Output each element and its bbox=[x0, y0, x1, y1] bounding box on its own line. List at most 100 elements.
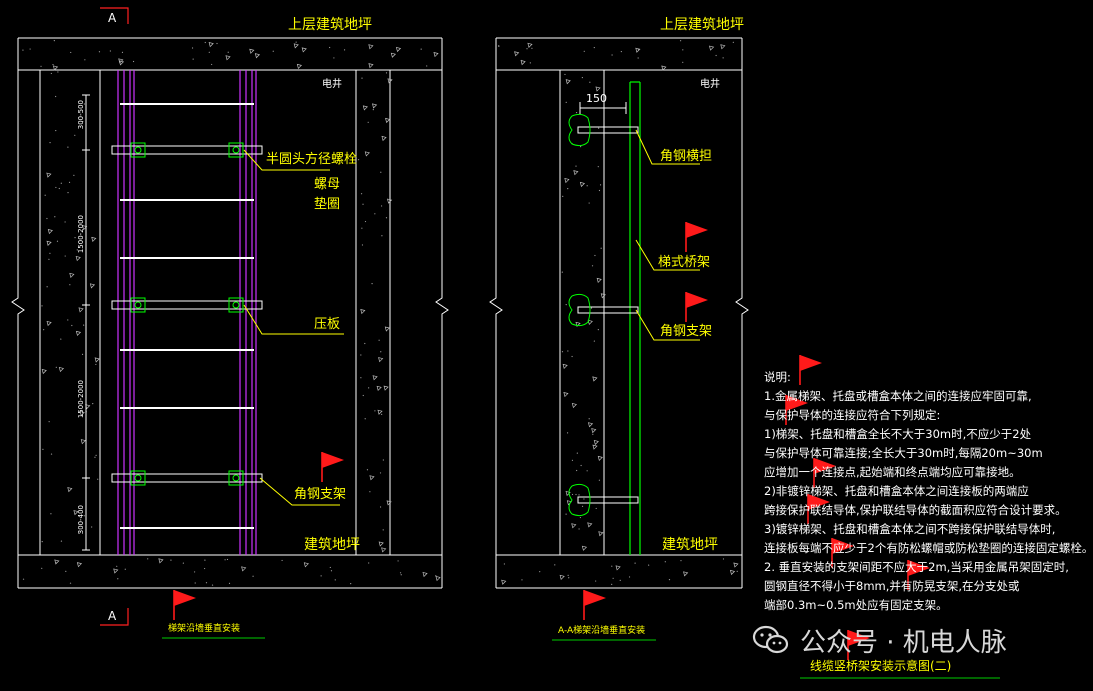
concrete-hatch bbox=[637, 57, 639, 59]
concrete-hatch bbox=[733, 562, 739, 568]
concrete-hatch bbox=[374, 410, 376, 412]
concrete-hatch bbox=[372, 103, 378, 109]
callout-bolt: 半圆头方径螺栓 bbox=[266, 152, 358, 167]
flag-icon bbox=[322, 452, 344, 468]
concrete-hatch bbox=[94, 456, 96, 458]
concrete-hatch bbox=[91, 236, 97, 243]
bolt-head bbox=[134, 474, 142, 482]
concrete-hatch bbox=[67, 319, 69, 321]
concrete-hatch bbox=[362, 203, 364, 205]
concrete-hatch bbox=[208, 51, 210, 53]
concrete-hatch bbox=[78, 307, 84, 313]
concrete-hatch bbox=[385, 117, 391, 124]
concrete-hatch bbox=[95, 363, 97, 366]
concrete-hatch bbox=[357, 159, 360, 161]
concrete-hatch bbox=[380, 171, 382, 173]
callout-washer: 垫圈 bbox=[314, 197, 341, 212]
concrete-hatch bbox=[147, 558, 149, 560]
concrete-hatch bbox=[435, 575, 437, 577]
concrete-hatch bbox=[83, 515, 85, 517]
section-mark-bottom: A bbox=[108, 609, 117, 623]
concrete-hatch bbox=[272, 50, 274, 52]
concrete-hatch bbox=[42, 448, 44, 450]
concrete-hatch bbox=[132, 60, 135, 63]
concrete-hatch bbox=[118, 60, 125, 66]
concrete-hatch bbox=[593, 340, 595, 342]
concrete-hatch bbox=[561, 351, 564, 353]
concrete-hatch bbox=[64, 221, 66, 223]
concrete-hatch bbox=[204, 567, 206, 570]
angle-bracket-arm bbox=[577, 496, 639, 504]
flag-icon bbox=[686, 292, 708, 308]
concrete-hatch bbox=[539, 571, 541, 573]
concrete-hatch bbox=[41, 541, 43, 543]
concrete-hatch bbox=[611, 54, 613, 56]
concrete-hatch bbox=[360, 354, 362, 356]
concrete-hatch bbox=[52, 65, 59, 71]
concrete-hatch bbox=[84, 59, 86, 61]
flag-icon bbox=[808, 494, 830, 510]
concrete-hatch bbox=[709, 45, 715, 51]
concrete-hatch bbox=[58, 187, 60, 190]
concrete-hatch bbox=[364, 151, 370, 157]
concrete-hatch bbox=[98, 51, 101, 53]
concrete-hatch bbox=[224, 559, 226, 561]
concrete-hatch bbox=[367, 121, 369, 123]
concrete-hatch bbox=[380, 205, 383, 207]
concrete-hatch bbox=[586, 470, 588, 472]
clamp-bracket bbox=[228, 142, 244, 158]
notes-line: 跨接保护联结导体,保护联结导体的截面积应符合设计要求。 bbox=[764, 503, 1067, 517]
clamp-bracket bbox=[130, 142, 146, 158]
callout-angle-stop: 角钢横担 bbox=[660, 149, 713, 164]
flag-icon bbox=[686, 222, 708, 238]
concrete-hatch bbox=[387, 78, 393, 84]
flag-icon bbox=[908, 560, 930, 576]
concrete-hatch bbox=[29, 48, 31, 50]
angle-bracket-arm bbox=[577, 126, 639, 134]
callout-angle-support-right: 角钢支架 bbox=[660, 324, 713, 339]
concrete-hatch bbox=[362, 105, 368, 111]
anchor-bolt bbox=[568, 293, 591, 327]
concrete-hatch bbox=[378, 541, 384, 547]
concrete-hatch bbox=[593, 46, 595, 49]
left-break-line-left bbox=[11, 38, 25, 588]
concrete-hatch bbox=[204, 559, 206, 561]
concrete-hatch bbox=[211, 63, 213, 66]
concrete-hatch bbox=[46, 320, 52, 327]
concrete-hatch bbox=[422, 571, 428, 578]
concrete-hatch bbox=[67, 146, 69, 148]
concrete-hatch bbox=[382, 529, 384, 531]
concrete-hatch bbox=[611, 565, 613, 567]
concrete-hatch bbox=[571, 402, 578, 409]
concrete-hatch bbox=[329, 566, 331, 569]
concrete-hatch bbox=[330, 570, 333, 572]
angle-bracket-arm bbox=[577, 306, 639, 314]
dim-tick-3: 1500-2000 bbox=[77, 380, 85, 419]
concrete-hatch bbox=[361, 77, 363, 79]
concrete-hatch bbox=[589, 81, 591, 83]
clamp-bracket bbox=[228, 470, 244, 486]
concrete-hatch bbox=[571, 459, 574, 461]
concrete-hatch bbox=[70, 51, 72, 54]
concrete-hatch bbox=[571, 523, 577, 529]
concrete-hatch bbox=[590, 307, 593, 309]
concrete-hatch bbox=[578, 528, 580, 530]
concrete-hatch bbox=[82, 225, 88, 231]
concrete-hatch bbox=[55, 561, 57, 564]
concrete-hatch bbox=[296, 63, 303, 70]
section-mark-line-top bbox=[100, 7, 129, 24]
concrete-hatch bbox=[581, 505, 584, 507]
concrete-hatch bbox=[94, 357, 100, 363]
concrete-hatch bbox=[400, 574, 402, 576]
concrete-hatch bbox=[378, 339, 380, 341]
concrete-hatch bbox=[369, 475, 375, 481]
concrete-hatch bbox=[41, 305, 43, 307]
concrete-hatch bbox=[562, 363, 568, 370]
concrete-hatch bbox=[592, 376, 598, 382]
flag-icon bbox=[584, 590, 606, 606]
concrete-hatch bbox=[320, 575, 322, 577]
concrete-hatch bbox=[385, 72, 388, 74]
concrete-hatch bbox=[381, 413, 383, 415]
notes-heading: 说明: bbox=[764, 370, 791, 384]
concrete-hatch bbox=[360, 309, 366, 315]
